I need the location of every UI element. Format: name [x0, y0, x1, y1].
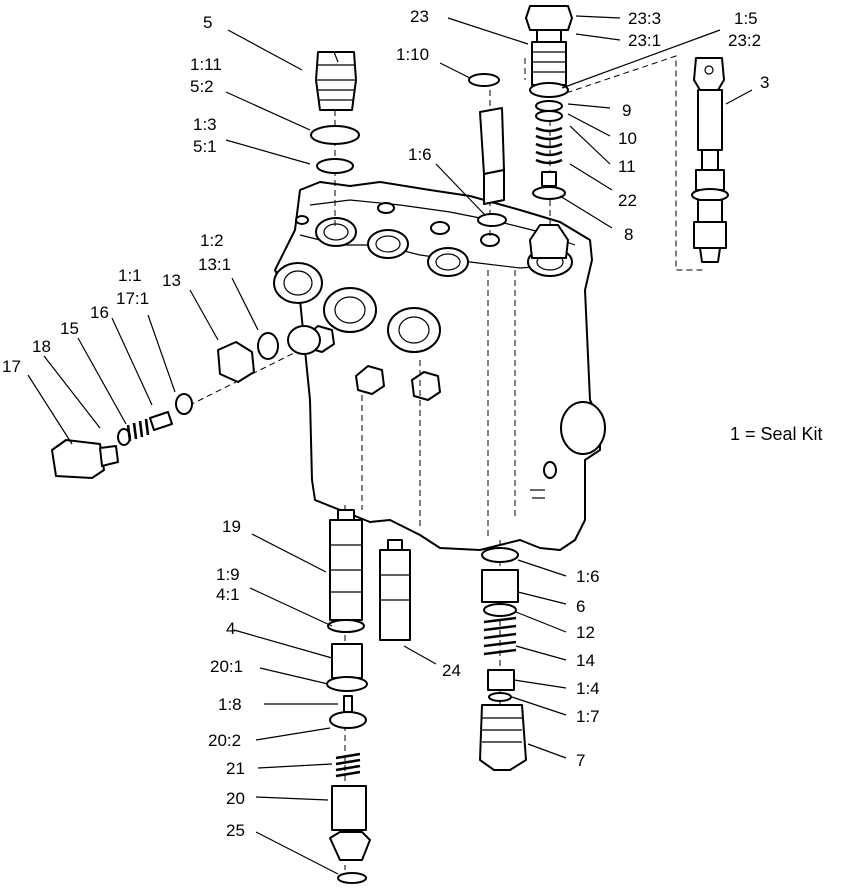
callout-13-1: 13:1	[198, 255, 231, 274]
bottom-left-spool-stack	[326, 509, 371, 884]
callout-1-1: 1:1	[118, 266, 142, 285]
callout-1-6-bottom: 1:6	[576, 567, 600, 586]
callout-23-3: 23:3	[628, 9, 661, 28]
callout-6: 6	[576, 597, 585, 616]
callout-4: 4	[226, 619, 235, 638]
part-3-linkage-rod	[691, 57, 729, 263]
left-relief-assembly	[51, 325, 321, 479]
callout-20: 20	[226, 789, 245, 808]
callout-1-4: 1:4	[576, 679, 600, 698]
callout-7: 7	[576, 751, 585, 770]
callout-20-2: 20:2	[208, 731, 241, 750]
callout-1-8: 1:8	[218, 695, 242, 714]
callout-23-1: 23:1	[628, 31, 661, 50]
callout-1-2: 1:2	[200, 231, 224, 250]
seal-kit-legend: 1 = Seal Kit	[730, 424, 823, 444]
callout-1-3: 1:3	[193, 115, 217, 134]
callout-25: 25	[226, 821, 245, 840]
callout-4-1: 4:1	[216, 585, 240, 604]
callout-23-2: 23:2	[728, 31, 761, 50]
callout-17-1: 17:1	[116, 289, 149, 308]
callout-15: 15	[60, 319, 79, 338]
callout-1-7: 1:7	[576, 707, 600, 726]
leader-lines	[27, 15, 753, 875]
bottom-right-relief-stack	[479, 547, 527, 771]
callout-3: 3	[760, 73, 769, 92]
callout-1-5: 1:5	[734, 9, 758, 28]
part-24-spool	[379, 539, 411, 641]
callout-5-1: 5:1	[193, 137, 217, 156]
callout-21: 21	[226, 759, 245, 778]
callout-1-6-top: 1:6	[408, 145, 432, 164]
callout-1-9: 1:9	[216, 565, 240, 584]
callout-labels: 5 1:11 5:2 1:3 5:1 1:2 13:1 1:1 17:1 13 …	[2, 7, 823, 840]
callout-8: 8	[624, 225, 633, 244]
valve-body	[273, 181, 606, 551]
callout-19: 19	[222, 517, 241, 536]
callout-16: 16	[90, 303, 109, 322]
callout-17: 17	[2, 357, 21, 376]
callout-22: 22	[618, 191, 637, 210]
callout-5-2: 5:2	[190, 77, 214, 96]
callout-18: 18	[32, 337, 51, 356]
callout-10: 10	[618, 129, 637, 148]
callout-24: 24	[442, 661, 461, 680]
callout-9: 9	[622, 101, 631, 120]
callout-20-1: 20:1	[210, 657, 243, 676]
callout-1-11: 1:11	[190, 55, 222, 74]
part-spool-top	[468, 73, 507, 227]
callout-23: 23	[410, 7, 429, 26]
callout-13: 13	[162, 271, 181, 290]
callout-11: 11	[618, 157, 636, 176]
callout-12: 12	[576, 623, 595, 642]
callout-14: 14	[576, 651, 595, 670]
part-23-relief-assembly	[525, 5, 573, 259]
part-5-plug	[310, 51, 360, 174]
callout-5: 5	[203, 13, 212, 32]
callout-1-10: 1:10	[396, 45, 429, 64]
